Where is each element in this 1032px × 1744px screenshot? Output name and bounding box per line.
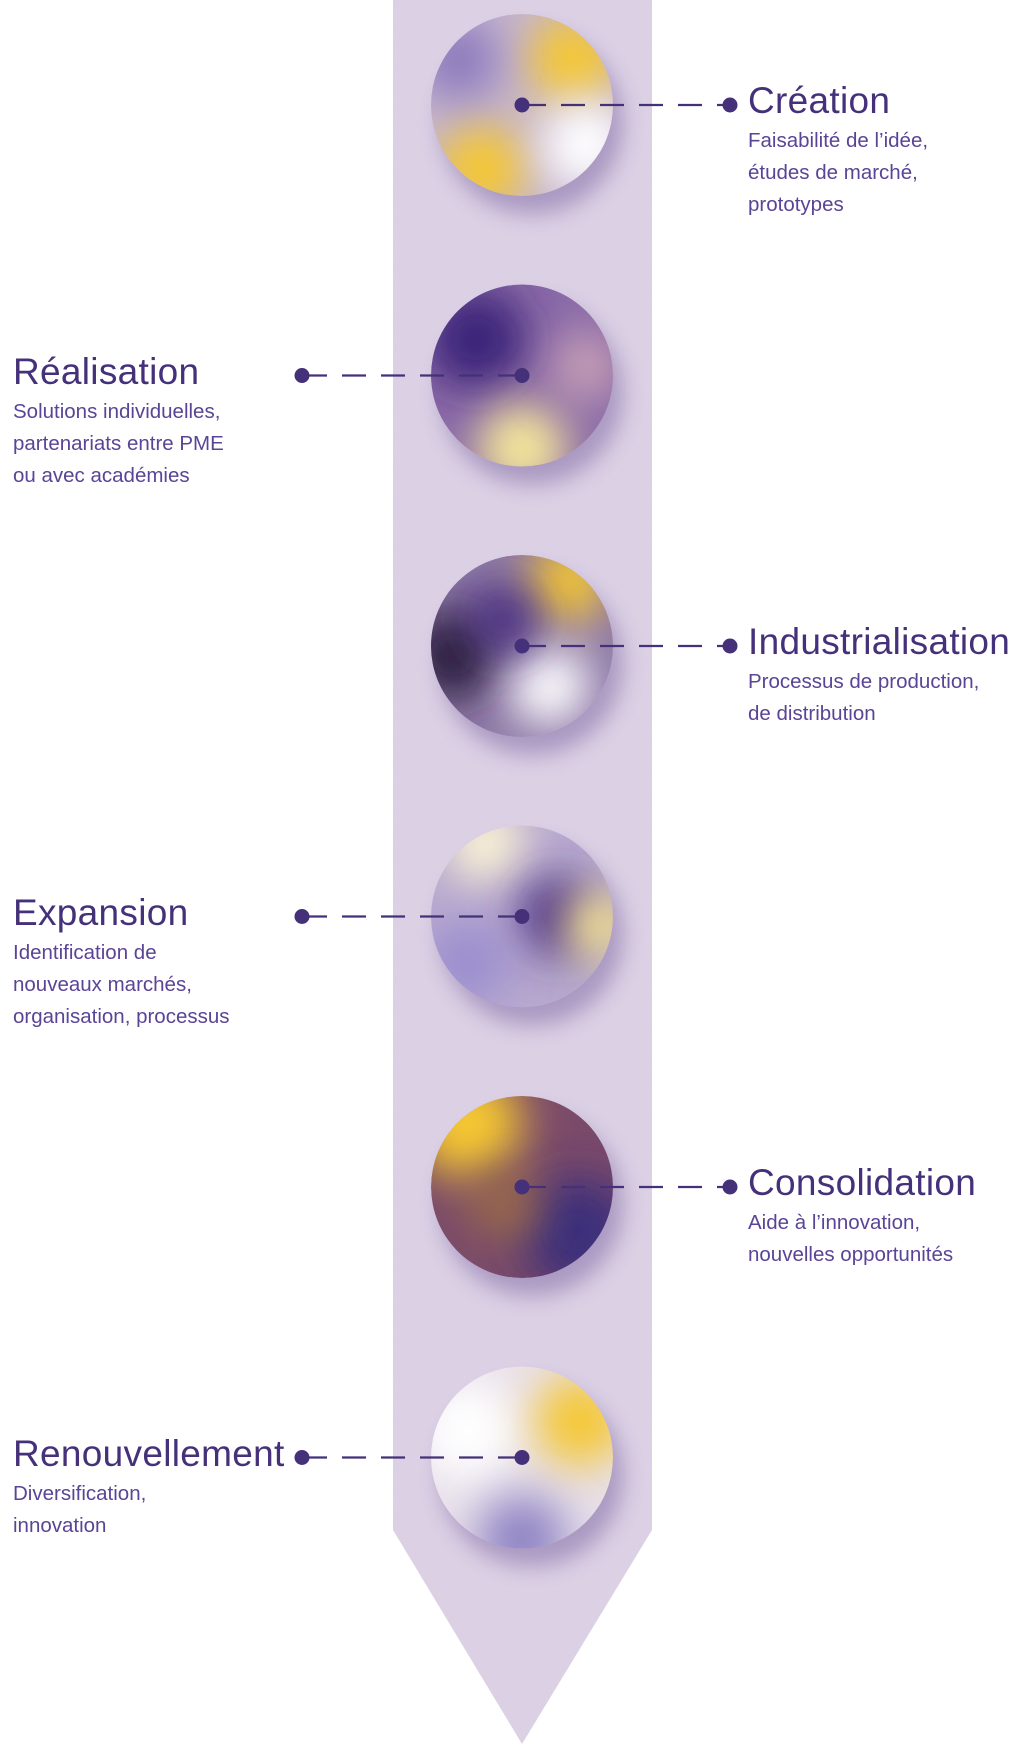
stage-description: Diversification, innovation: [13, 1481, 147, 1537]
connector-dot-end: [722, 1179, 738, 1195]
connector-dot-end: [294, 1450, 310, 1465]
stage-title: Industrialisation: [748, 621, 1011, 662]
stage-title: Réalisation: [13, 350, 200, 392]
connector-dot-center: [514, 97, 530, 113]
connector-dot-end: [294, 368, 310, 383]
connector-dot-center: [514, 368, 530, 383]
connector-dot-center: [514, 1179, 530, 1195]
stage-title: Création: [748, 80, 891, 121]
connector-dot-end: [722, 97, 738, 113]
connector-dot-end: [294, 909, 310, 924]
connector-dot-end: [722, 638, 738, 654]
connector-dot-center: [514, 638, 530, 654]
stage-description: Identification de nouveaux marchés, orga…: [13, 940, 230, 1028]
stage-sphere-1: [431, 14, 623, 214]
stage-title: Expansion: [13, 891, 189, 933]
stage-description: Faisabilité de l’idée, études de marché,…: [748, 129, 929, 216]
stage-description: Solutions individuelles, partenariats en…: [13, 399, 224, 487]
stage-title: Consolidation: [748, 1162, 977, 1203]
stage-title: Renouvellement: [13, 1432, 285, 1474]
stage-description: Aide à l’innovation, nouvelles opportuni…: [748, 1211, 954, 1266]
connector-dot-center: [514, 909, 530, 924]
stage-description: Processus de production, de distribution: [748, 670, 980, 725]
connector-dot-center: [514, 1450, 530, 1465]
